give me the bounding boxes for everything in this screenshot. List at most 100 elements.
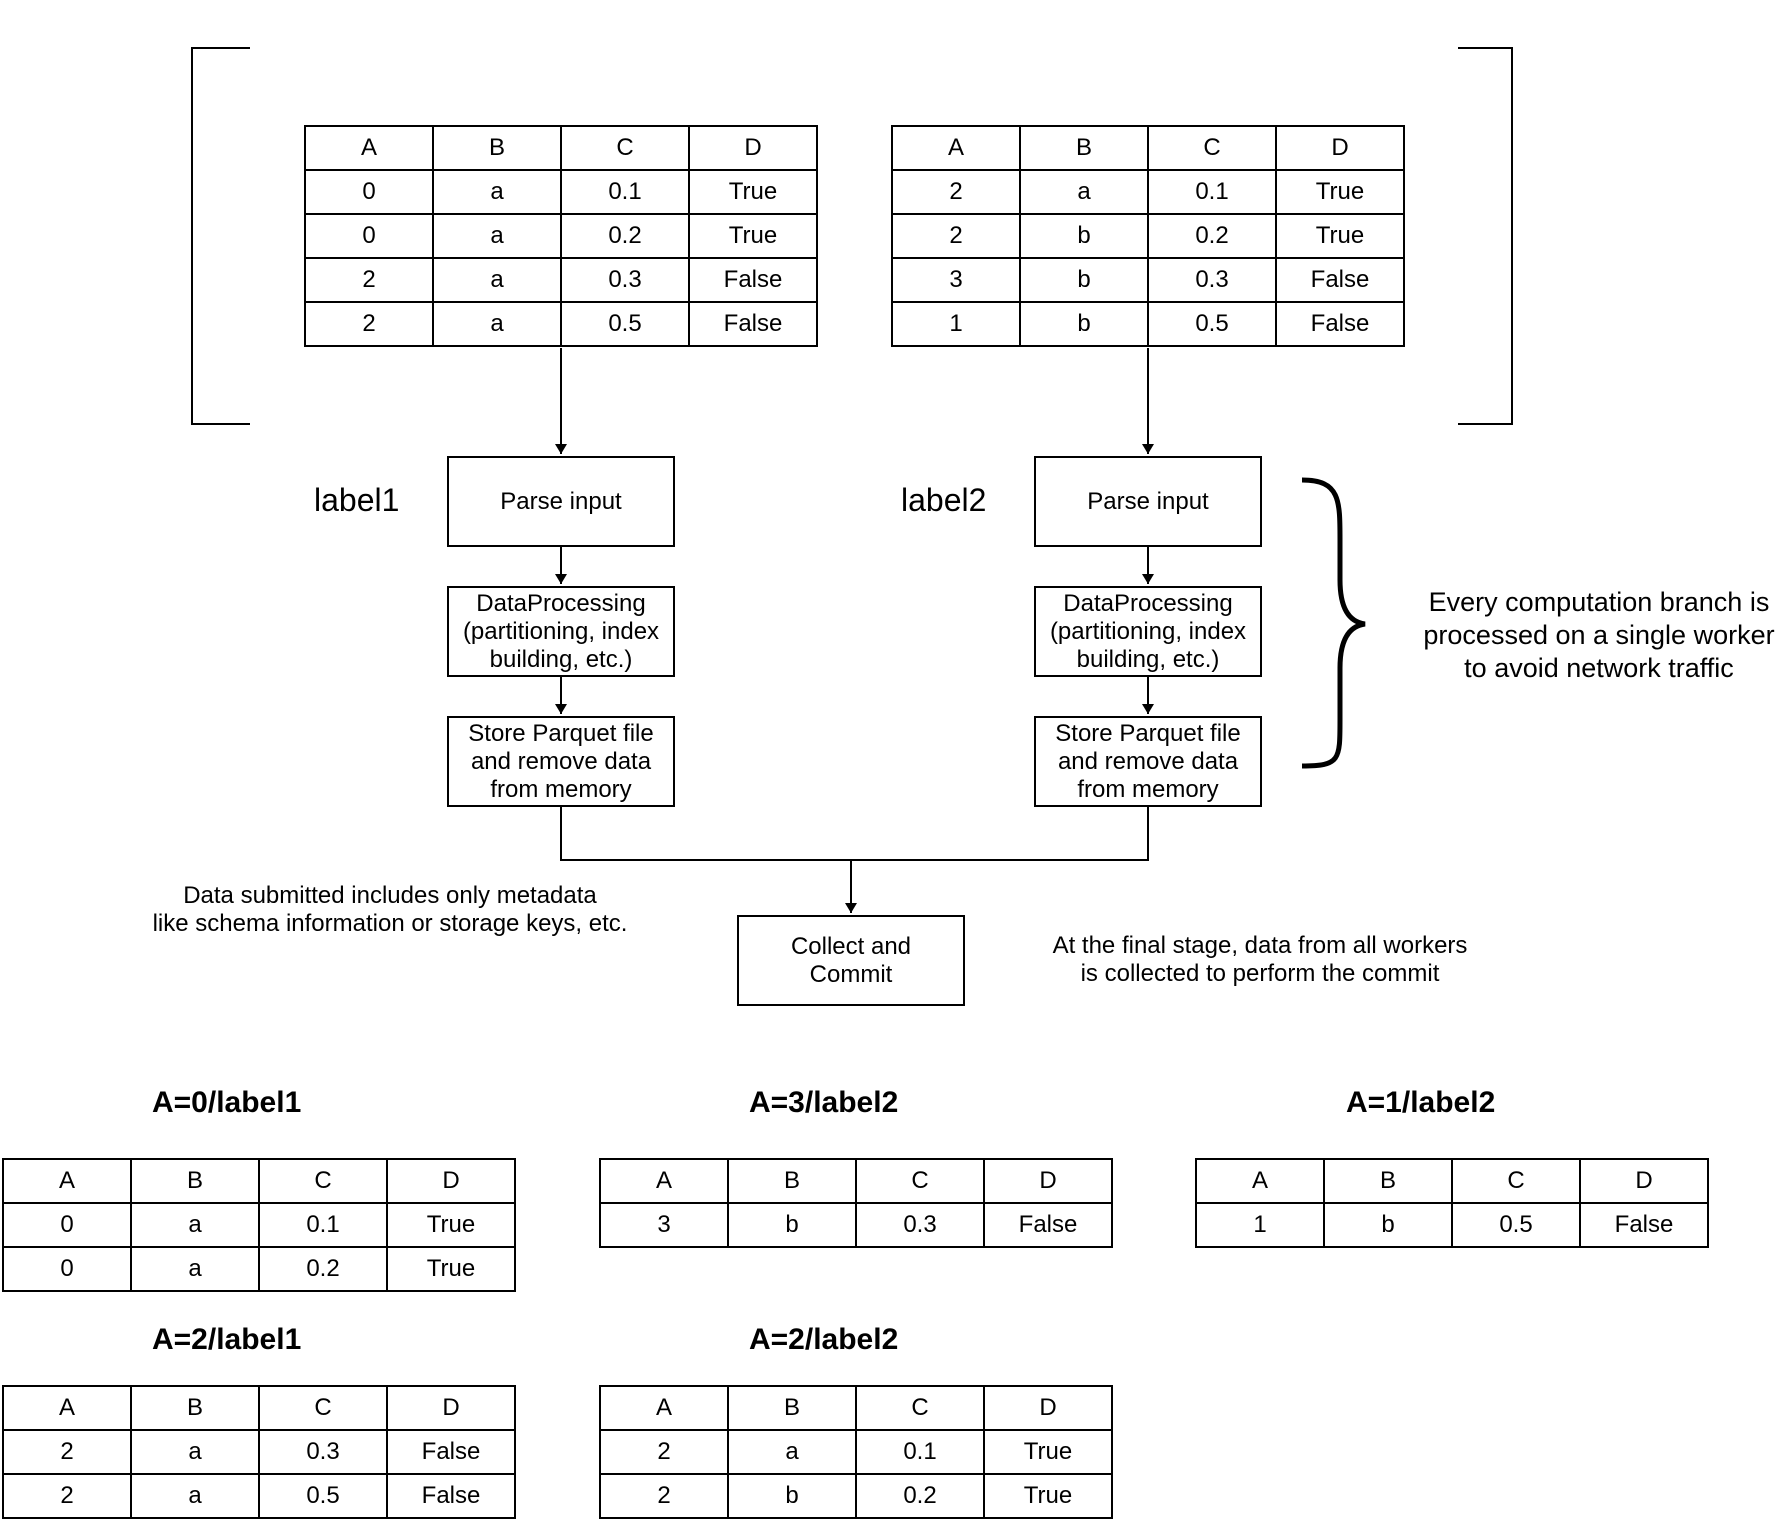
left-bracket [191,47,250,425]
table-cell: 0.3 [560,257,690,303]
table-cell: 0.2 [855,1473,985,1519]
header-cell: D [983,1385,1113,1431]
header-cell: C [855,1158,985,1204]
table-cell: False [688,257,818,303]
header-cell: B [130,1158,260,1204]
header-cell: D [1579,1158,1709,1204]
header-cell: D [1275,125,1405,171]
table-cell: 2 [2,1429,132,1475]
store-parquet-box-2: Store Parquet file and remove data from … [1034,716,1262,807]
table-cell: 0 [2,1246,132,1292]
table-cell: 0.2 [258,1246,388,1292]
table-cell: False [386,1473,516,1519]
table-cell: a [432,257,562,303]
data-processing-box-1: DataProcessing (partitioning, index buil… [447,586,675,677]
table-cell: a [130,1473,260,1519]
table-cell: True [688,169,818,215]
table-cell: 0.1 [1147,169,1277,215]
table-cell: b [1019,301,1149,347]
parse-input-box-2: Parse input [1034,456,1262,547]
table-cell: True [983,1429,1113,1475]
partition-title-5: A=2/label2 [749,1323,899,1356]
table-cell: 0.3 [855,1202,985,1248]
header-cell: D [386,1158,516,1204]
table-cell: True [688,213,818,259]
table-cell: a [130,1429,260,1475]
data-processing-box-2: DataProcessing (partitioning, index buil… [1034,586,1262,677]
header-cell: C [855,1385,985,1431]
table-cell: 0.2 [1147,213,1277,259]
table-cell: 2 [599,1473,729,1519]
table-cell: 0.1 [855,1429,985,1475]
partition-title-3: A=1/label2 [1346,1086,1496,1119]
header-cell: A [599,1385,729,1431]
header-cell: B [130,1385,260,1431]
table-cell: True [983,1473,1113,1519]
table-cell: True [1275,213,1405,259]
table-cell: True [386,1246,516,1292]
table-cell: 0 [304,213,434,259]
table-cell: 2 [304,257,434,303]
table-cell: a [130,1202,260,1248]
header-cell: A [891,125,1021,171]
table-cell: 3 [891,257,1021,303]
table-cell: b [727,1202,857,1248]
table-cell: 0.5 [560,301,690,347]
header-cell: C [258,1385,388,1431]
table-cell: 2 [891,169,1021,215]
table-cell: False [1275,257,1405,303]
parse-input-box-1: Parse input [447,456,675,547]
partition-title-4: A=2/label1 [152,1323,302,1356]
header-cell: B [1323,1158,1453,1204]
table-cell: 0.3 [258,1429,388,1475]
header-cell: B [727,1158,857,1204]
header-cell: B [727,1385,857,1431]
header-cell: A [1195,1158,1325,1204]
table-cell: b [727,1473,857,1519]
table-cell: 1 [891,301,1021,347]
branch-label-1: label1 [314,482,400,518]
table-cell: a [727,1429,857,1475]
header-cell: B [432,125,562,171]
table-cell: b [1323,1202,1453,1248]
header-cell: C [560,125,690,171]
partition-title-2: A=3/label2 [749,1086,899,1119]
table-cell: a [432,213,562,259]
table-cell: a [1019,169,1149,215]
header-cell: C [258,1158,388,1204]
table-cell: 0.5 [1147,301,1277,347]
table-cell: b [1019,213,1149,259]
table-cell: 0.3 [1147,257,1277,303]
final-note: At the final stage, data from all worker… [1052,932,1468,987]
table-cell: 3 [599,1202,729,1248]
header-cell: C [1451,1158,1581,1204]
table-cell: a [432,169,562,215]
table-cell: b [1019,257,1149,303]
header-cell: C [1147,125,1277,171]
table-cell: False [1275,301,1405,347]
metadata-note: Data submitted includes only metadata li… [152,882,628,937]
table-cell: 0.5 [1451,1202,1581,1248]
